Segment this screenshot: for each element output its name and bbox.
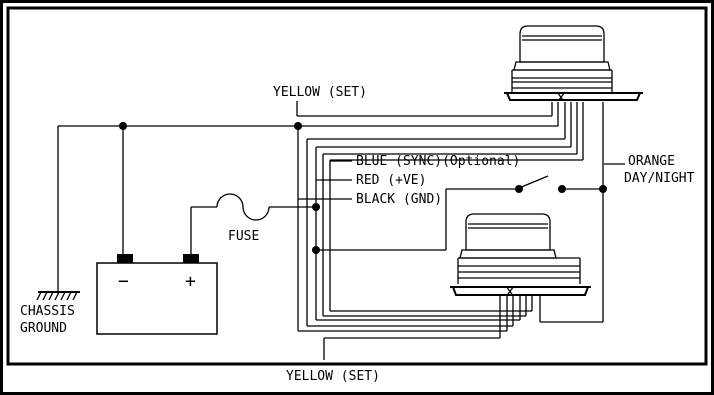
yellow-set-wires <box>296 101 553 360</box>
beacon-bottom <box>450 213 591 296</box>
label-chassis: CHASSIS <box>20 304 75 319</box>
label-battery-negative: − <box>118 271 129 292</box>
label-fuse: FUSE <box>228 229 259 244</box>
label-battery-positive: + <box>185 271 196 292</box>
positive-feed <box>190 193 316 254</box>
orange-day-night-wires <box>518 102 604 323</box>
label-orange: ORANGE <box>628 154 675 169</box>
loom-wires <box>306 102 584 327</box>
day-night-switch <box>518 175 549 189</box>
label-black-ground: BLACK (GND) <box>356 192 442 207</box>
label-blue-sync: BLUE (SYNC)(Optional) <box>356 154 520 169</box>
beacon-top <box>504 25 643 101</box>
battery-negative-terminal <box>117 254 133 263</box>
label-ground: GROUND <box>20 321 67 336</box>
label-yellow-set-top: YELLOW (SET) <box>273 85 367 100</box>
battery-positive-terminal <box>183 254 199 263</box>
ground-wires <box>58 102 559 332</box>
label-leaders <box>298 160 625 200</box>
label-day-night: DAY/NIGHT <box>624 171 695 186</box>
label-red-positive: RED (+VE) <box>356 173 426 188</box>
fuse-symbol <box>216 193 270 221</box>
chassis-ground-symbol <box>36 126 80 301</box>
red-positive-wires <box>315 102 572 321</box>
junction-dots <box>119 122 607 254</box>
battery <box>96 254 218 335</box>
label-yellow-set-bottom: YELLOW (SET) <box>286 369 380 384</box>
